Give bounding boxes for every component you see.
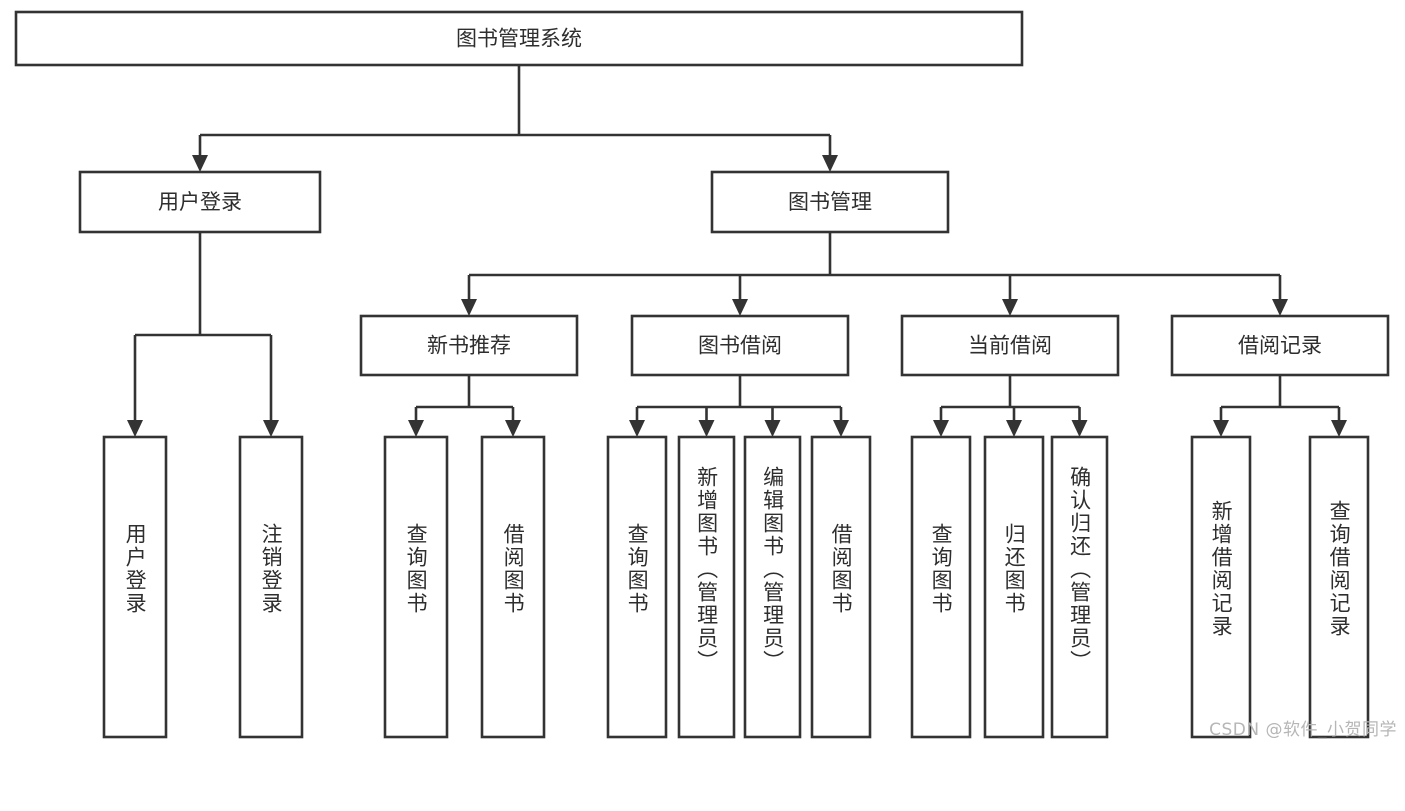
- node-box-leaf-logout[interactable]: [238, 435, 304, 739]
- node-label-new-book-recommend: 新书推荐: [427, 334, 511, 358]
- node-box-leaf-query-book-1[interactable]: [383, 435, 449, 739]
- node-box-leaf-confirm-return[interactable]: [1050, 435, 1109, 739]
- node-box-book-manage[interactable]: [710, 170, 950, 234]
- arrow-head-icon-leaf-user-login: [127, 420, 143, 437]
- connectors-layer: [127, 65, 1347, 437]
- node-box-leaf-query-book-2[interactable]: [606, 435, 668, 739]
- arrow-head-icon-user-login: [192, 155, 208, 172]
- arrow-head-icon-leaf-return-book: [1006, 420, 1022, 437]
- arrow-head-icon-leaf-query-book-2: [629, 420, 645, 437]
- arrow-head-icon-book-manage: [822, 155, 838, 172]
- node-label-root: 图书管理系统: [456, 27, 582, 51]
- node-box-leaf-edit-book[interactable]: [743, 435, 802, 739]
- node-label-user-login: 用户登录: [158, 190, 242, 214]
- arrow-head-icon-leaf-add-record: [1213, 420, 1229, 437]
- node-box-new-book-recommend[interactable]: [359, 314, 579, 377]
- node-box-leaf-user-login[interactable]: [102, 435, 168, 739]
- arrow-head-icon-new-book-recommend: [461, 299, 477, 316]
- node-box-leaf-add-book[interactable]: [677, 435, 736, 739]
- node-box-leaf-return-book[interactable]: [983, 435, 1045, 739]
- node-box-borrow-record[interactable]: [1170, 314, 1390, 377]
- node-box-leaf-query-book-3[interactable]: [910, 435, 972, 739]
- node-box-leaf-add-record[interactable]: [1190, 435, 1252, 739]
- arrow-head-icon-leaf-query-book-3: [933, 420, 949, 437]
- node-box-user-login[interactable]: [78, 170, 322, 234]
- arrow-head-icon-leaf-add-book: [698, 420, 715, 437]
- node-box-root[interactable]: [14, 10, 1024, 67]
- node-label-current-borrow: 当前借阅: [968, 334, 1052, 358]
- arrow-head-icon-leaf-borrow-book-1: [505, 420, 521, 437]
- arrow-head-icon-leaf-query-book-1: [408, 420, 424, 437]
- diagram-canvas: 图书管理系统用户登录图书管理新书推荐图书借阅当前借阅借阅记录 用户登录注销登录查…: [14, 10, 1397, 740]
- arrow-head-icon-leaf-edit-book: [764, 420, 781, 437]
- node-box-leaf-borrow-book-1[interactable]: [480, 435, 546, 739]
- arrow-head-icon-leaf-confirm-return: [1071, 420, 1088, 437]
- arrow-head-icon-leaf-query-record: [1331, 420, 1347, 437]
- node-box-current-borrow[interactable]: [900, 314, 1120, 377]
- node-label-book-borrow: 图书借阅: [698, 334, 782, 358]
- node-label-book-manage: 图书管理: [788, 190, 872, 214]
- arrow-head-icon-leaf-logout: [263, 420, 279, 437]
- node-box-leaf-borrow-book-2[interactable]: [810, 435, 872, 739]
- node-box-leaf-query-record[interactable]: [1308, 435, 1370, 739]
- arrow-head-icon-book-borrow: [732, 299, 748, 316]
- arrow-head-icon-current-borrow: [1002, 299, 1018, 316]
- boxes-layer: [14, 10, 1390, 739]
- arrow-head-icon-borrow-record: [1272, 299, 1288, 316]
- arrow-head-icon-leaf-borrow-book-2: [833, 420, 849, 437]
- node-label-borrow-record: 借阅记录: [1238, 334, 1322, 358]
- node-box-book-borrow[interactable]: [630, 314, 850, 377]
